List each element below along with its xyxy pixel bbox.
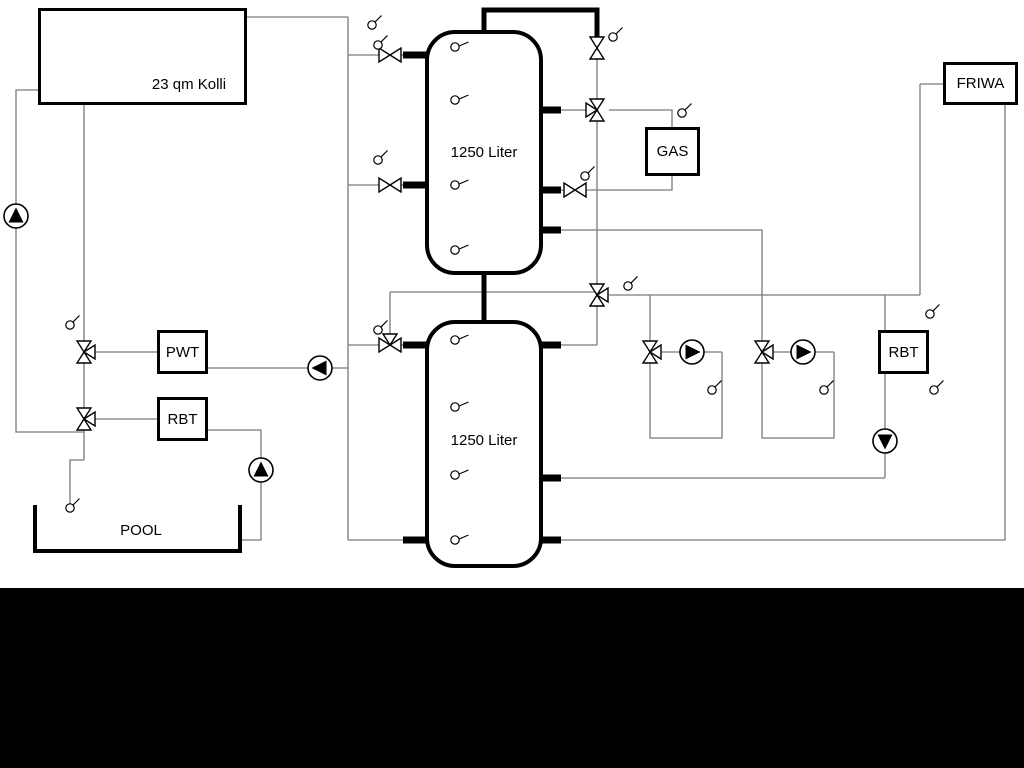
sensor-gas-supply-icon xyxy=(677,102,693,118)
pump-heating-circuit-1-icon xyxy=(679,339,705,365)
friwa-box: FRIWA xyxy=(943,62,1018,105)
rbt-right-box: RBT xyxy=(878,330,929,374)
pump-solar-icon xyxy=(3,203,29,229)
valve-mixing-icon xyxy=(589,283,609,307)
valve-tank1-top-icon xyxy=(378,47,402,63)
pipes-solar-pool-circuit xyxy=(15,89,348,541)
collector-label: 23 qm Kolli xyxy=(151,75,227,93)
valve-solar-rbt-icon xyxy=(76,407,96,431)
pipes-boiler-heating-circuits xyxy=(561,59,1006,541)
sensor-valve-tank1-mid-icon xyxy=(373,149,389,165)
sensor-heating-circuit-1-icon xyxy=(707,379,723,395)
pipes-manifold xyxy=(247,16,597,541)
valve-gas-return-icon xyxy=(563,182,587,198)
pump-heating-circuit-2-icon xyxy=(790,339,816,365)
pipe-tank-top-main xyxy=(481,7,600,320)
rbt-right-label: RBT xyxy=(888,343,919,361)
collector-box: 23 qm Kolli xyxy=(38,8,247,105)
buffer-tank-bottom-label: 1250 Liter xyxy=(450,431,518,449)
buffer-tank-top-label: 1250 Liter xyxy=(450,143,518,161)
letterbox-bar xyxy=(0,588,1024,768)
valve-gas-supply-icon xyxy=(585,98,605,122)
sensor-heating-circuit-2-icon xyxy=(819,379,835,395)
friwa-label: FRIWA xyxy=(956,75,1005,92)
tank-connection-stubs xyxy=(403,51,561,544)
sensor-main-top-icon xyxy=(608,26,624,42)
valve-tank2-top-icon xyxy=(378,333,402,353)
pwt-label: PWT xyxy=(165,343,200,361)
buffer-tank-top xyxy=(425,30,543,275)
valve-tank1-mid-icon xyxy=(378,177,402,193)
pool-basin xyxy=(33,505,242,553)
gas-boiler-box: GAS xyxy=(645,127,700,176)
sensor-rbt-right-side-icon xyxy=(929,379,945,395)
pump-pwt-icon xyxy=(307,355,333,381)
sensor-valve-tank1-top-icon xyxy=(373,34,389,50)
valve-solar-pwt-icon xyxy=(76,340,96,364)
sensor-rbt-right-top-icon xyxy=(925,303,941,319)
valve-heating-circuit-1-icon xyxy=(642,340,662,364)
sensor-manifold-top-icon xyxy=(367,14,383,30)
sensor-solar-return-icon xyxy=(65,314,81,330)
pump-rbt-icon xyxy=(872,428,898,454)
pump-pool-icon xyxy=(248,457,274,483)
sensor-pool-icon xyxy=(65,497,81,513)
sensor-valve-tank2-icon xyxy=(373,319,389,335)
sensor-gas-return-icon xyxy=(580,165,596,181)
sensor-mixing-valve-icon xyxy=(623,275,639,291)
valve-main-top-icon xyxy=(589,36,605,60)
gas-label: GAS xyxy=(656,143,689,160)
buffer-tank-bottom xyxy=(425,320,543,568)
rbt-left-box: RBT xyxy=(157,397,208,441)
valve-heating-circuit-2-icon xyxy=(754,340,774,364)
pool-label: POOL xyxy=(120,521,162,539)
rbt-left-label: RBT xyxy=(167,410,198,428)
pwt-box: PWT xyxy=(157,330,208,374)
